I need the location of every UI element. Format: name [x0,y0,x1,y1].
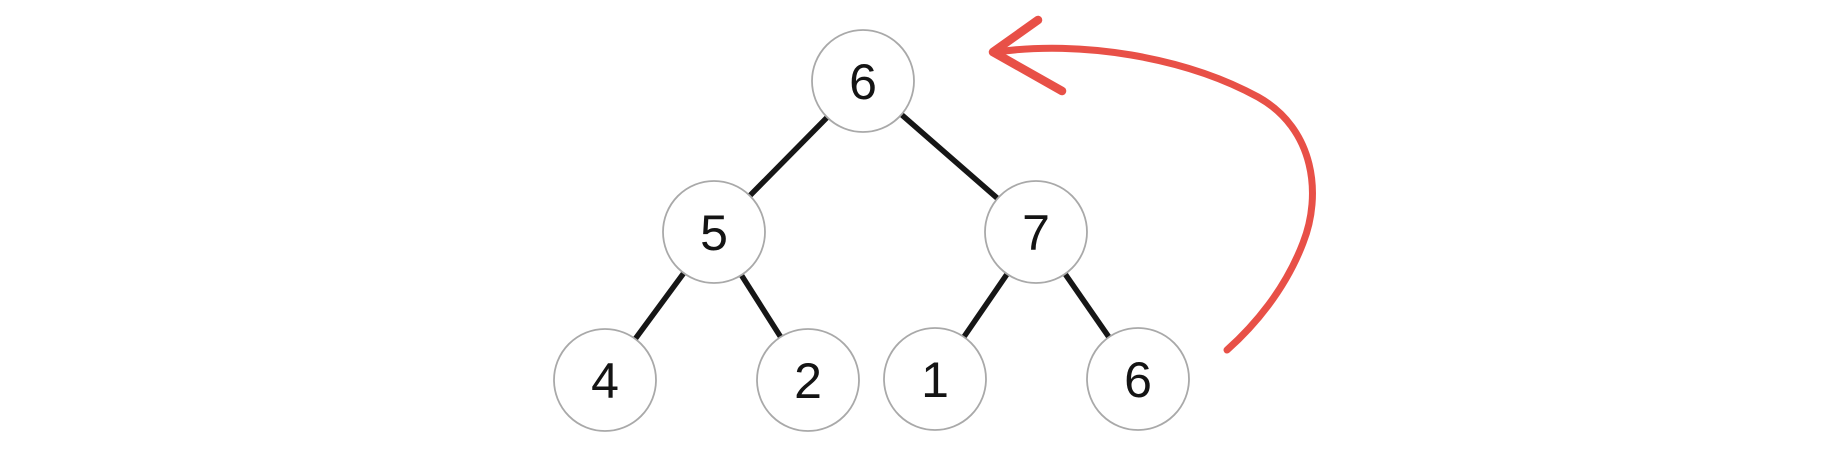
tree-node-rr: 6 [1086,327,1190,431]
tree-node-rl: 1 [883,327,987,431]
tree-node-circle-r [984,180,1088,284]
tree-node-label-r: 7 [1022,205,1050,261]
tree-node-circle-rl [883,327,987,431]
tree-nodes: 6 5 7 4 2 1 6 [553,29,1190,432]
tree-node-lr: 2 [756,328,860,432]
tree-node-l: 5 [662,180,766,284]
tree-node-root: 6 [811,29,915,133]
tree-node-label-root: 6 [849,54,877,110]
tree-node-r: 7 [984,180,1088,284]
tree-node-label-lr: 2 [794,353,822,409]
tree-node-circle-lr [756,328,860,432]
tree-node-ll: 4 [553,328,657,432]
annotation-arrow [988,15,1316,354]
tree-node-circle-ll [553,328,657,432]
annotation-arrow-shaft [993,44,1316,354]
tree-node-label-ll: 4 [591,353,619,409]
tree-node-circle-root [811,29,915,133]
tree-node-circle-rr [1086,327,1190,431]
tree-node-circle-l [662,180,766,284]
tree-node-label-rl: 1 [921,352,949,408]
tree-node-label-rr: 6 [1124,352,1152,408]
annotation-arrow-head [988,15,1067,96]
tree-node-label-l: 5 [700,205,728,261]
